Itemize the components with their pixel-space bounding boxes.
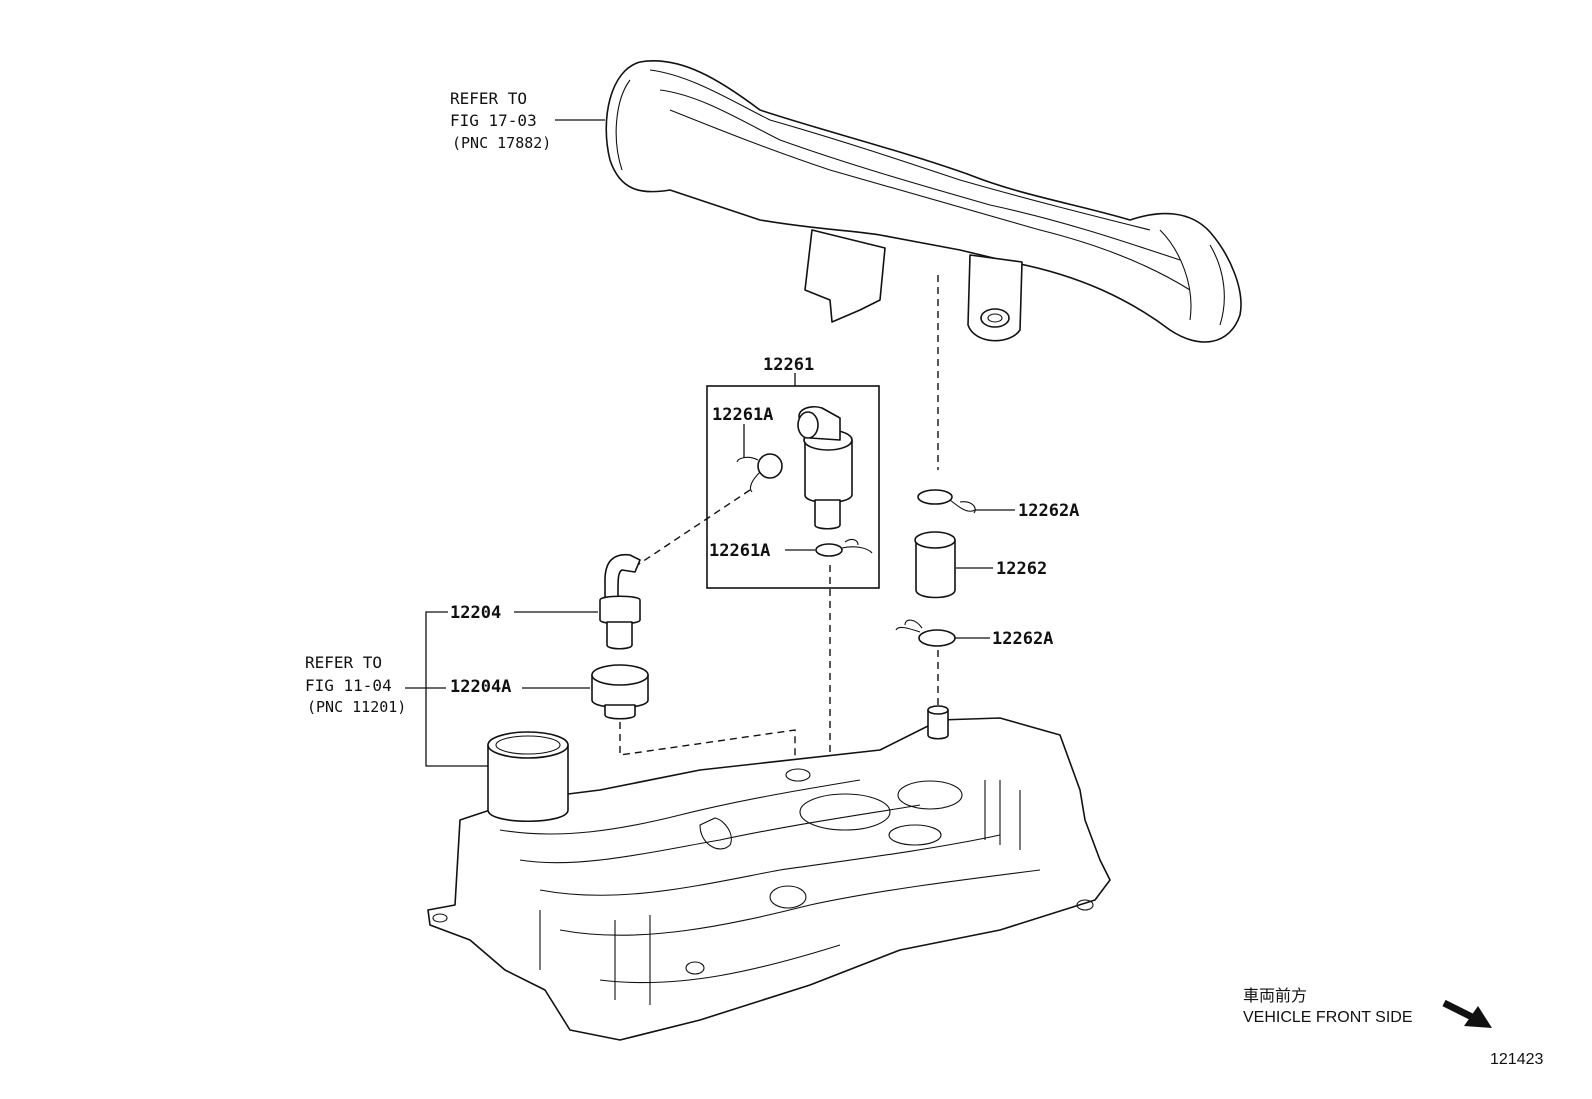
svg-text:FIG 11-04: FIG 11-04: [305, 676, 392, 695]
svg-text:FIG 17-03: FIG 17-03: [450, 111, 537, 130]
air-intake-duct: [605, 60, 1242, 343]
clamp-12262A-top: [917, 489, 976, 514]
vehicle-front-indicator: 車両前方 VEHICLE FRONT SIDE: [1243, 987, 1492, 1028]
pcv-valve: [797, 405, 853, 530]
clamp-12261A-top: [736, 453, 783, 493]
hose-12262: [914, 531, 956, 599]
svg-text:(PNC 11201): (PNC 11201): [307, 698, 406, 716]
svg-text:VEHICLE FRONT SIDE: VEHICLE FRONT SIDE: [1243, 1009, 1413, 1026]
label-12204: 12204: [450, 603, 501, 623]
elbow-12204: [599, 553, 641, 650]
label-12261: 12261: [763, 355, 814, 375]
ref-bracket: [425, 611, 490, 767]
assembly-line: [629, 489, 751, 571]
ref-top: REFER TO FIG 17-03 (PNC 17882): [450, 89, 605, 152]
cylinder-head-cover: [427, 705, 1111, 1041]
svg-text:車両前方: 車両前方: [1243, 987, 1307, 1005]
kit-12261-box: [706, 385, 880, 589]
label-12261A-bottom: 12261A: [709, 541, 770, 561]
figure-number: 121423: [1490, 1051, 1543, 1068]
grommet-12204A: [591, 664, 649, 720]
assembly-line: [619, 722, 796, 770]
label-12262A-bottom: 12262A: [992, 629, 1053, 649]
ref-left: REFER TO FIG 11-04 (PNC 11201): [305, 653, 406, 716]
svg-text:(PNC 17882): (PNC 17882): [452, 134, 551, 152]
clamp-12262A-bottom: [895, 619, 956, 647]
front-arrow-icon: [1442, 999, 1492, 1028]
label-12204A: 12204A: [450, 677, 511, 697]
svg-text:REFER TO: REFER TO: [450, 89, 527, 108]
clamp-12261A-bottom: [815, 538, 873, 557]
label-12262: 12262: [996, 559, 1047, 579]
label-12262A-top: 12262A: [1018, 501, 1079, 521]
svg-text:REFER TO: REFER TO: [305, 653, 382, 672]
label-12261A-top: 12261A: [712, 405, 773, 425]
